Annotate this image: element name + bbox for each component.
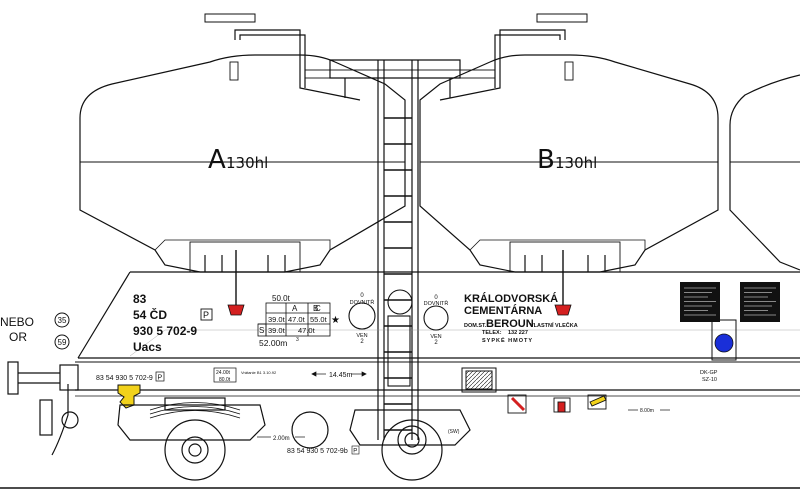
load-header-a: A: [292, 304, 298, 313]
hopper-a-letter: A: [208, 145, 226, 175]
valve-right[interactable]: [387, 305, 449, 387]
owner-telex-number: 132 227: [508, 330, 528, 336]
frame-length: 14.45m: [329, 372, 353, 379]
lever-red[interactable]: [507, 394, 527, 414]
coupler-hook: [117, 384, 141, 409]
frame-p-box: [155, 371, 165, 382]
info-plate-left: [680, 282, 720, 322]
frame-p: P: [158, 375, 163, 382]
hopper-b-volume: 130hl: [555, 154, 597, 172]
valve-left[interactable]: [348, 289, 413, 330]
frame-p-bottom: P: [353, 449, 357, 455]
car-number-line1: 83: [133, 292, 147, 306]
owner-line1: KRÁLODVORSKÁ: [464, 292, 558, 305]
bogie-center: [349, 409, 471, 481]
valve-left-top-num: 0: [360, 293, 364, 299]
frame-code-bottom: SZ-10: [702, 377, 717, 383]
ladder: [377, 60, 419, 440]
load-star: ★: [331, 315, 340, 326]
owner-station: BEROUN: [486, 318, 534, 330]
valve-left-top-word: DOVNITŘ: [350, 298, 375, 306]
frame-weights-bottom: 80.0t: [219, 377, 231, 383]
frame-bogie-span: 2.00m: [273, 436, 290, 442]
dimension-arrows: [257, 371, 670, 438]
valve-right-bottom-num: 2: [434, 340, 438, 346]
car-number-line3: 930 5 702-9: [133, 324, 197, 338]
frame-weights-top: 24.00t: [216, 370, 231, 376]
load-capacity: 52.00m: [259, 338, 287, 348]
valve-left-bottom-word: VEN: [356, 333, 367, 339]
valve-right-top-word: DOVNITŘ: [424, 299, 449, 307]
lever-yellow[interactable]: [587, 394, 607, 410]
hopper-b: [419, 13, 719, 305]
frame-sw-label: (SW): [448, 429, 460, 435]
hopper-b-letter: B: [537, 145, 555, 175]
frame-p-box-bottom: [351, 445, 360, 455]
valve-right-top-num: 0: [434, 295, 438, 301]
bogie-left: [117, 397, 329, 481]
tariff-circle-top-value: 35: [58, 316, 67, 325]
load-header-c: C: [315, 304, 321, 313]
or-label: OR: [9, 330, 27, 344]
top-walkway-pipes: [234, 29, 566, 101]
tariff-circle-top: [54, 312, 70, 328]
load-row2-a: 39.0t: [268, 326, 286, 335]
hopper-c-partial: [729, 74, 800, 271]
frame-revision: Vrátanie B1 3.10.92: [241, 370, 277, 375]
owner-telex-label: TELEX:: [482, 330, 502, 336]
car-number-p: P: [203, 310, 209, 320]
frame-weights-box: [213, 367, 237, 383]
load-header-b: B: [313, 304, 318, 313]
car-number-line2: 54 ČD: [133, 307, 167, 322]
hand-brake-wheel[interactable]: [461, 367, 497, 393]
hopper-a-volume: 130hl: [226, 154, 268, 172]
signal-lamp: [711, 319, 737, 361]
nebo-label: NEBO: [0, 315, 34, 329]
owner-label: VLASTNÍ VLEČKA: [530, 321, 578, 329]
frame-number-left: 83 54 930 5 702-9: [96, 375, 153, 382]
car-body: [75, 271, 800, 397]
valve-left-bottom-num: 2: [360, 339, 364, 345]
owner-goods: SYPKÉ HMOTY: [482, 336, 533, 344]
load-capacity-sup: 3: [296, 337, 299, 343]
load-row1-b: 47.0t: [288, 315, 306, 324]
discharge-handle-a[interactable]: [227, 304, 245, 316]
load-weight-top: 50.0t: [272, 294, 291, 303]
load-row-s-label: S: [259, 326, 264, 335]
car-number-p-box: [200, 308, 213, 321]
load-row1-a: 39.0t: [268, 315, 286, 324]
load-table: 50.0t A B C 39.0t 47.0t 55.0t S 39.0t 47…: [257, 294, 340, 348]
frame-number-bottom: 83 54 930 5 702-9b: [287, 448, 348, 455]
discharge-handle-b[interactable]: [554, 304, 572, 316]
tariff-circle-bottom: [54, 334, 70, 350]
load-row1-c: 55.0t: [310, 315, 328, 324]
frame-code-top: DK-GP: [700, 370, 718, 376]
owner-dom-label: DOM.ST.: [464, 323, 487, 329]
owner-line2: CEMENTÁRNA: [464, 304, 542, 317]
tariff-circle-bottom-value: 59: [58, 338, 67, 347]
buffer-assembly: [7, 361, 79, 456]
owner-block: KRÁLODVORSKÁ CEMENTÁRNA DOM.ST. BEROUN V…: [464, 292, 578, 344]
hopper-a: [79, 13, 406, 305]
frame-right-span: 8.00m: [640, 408, 654, 414]
info-plate-right: [740, 282, 780, 322]
load-row2-b: 47.0t: [298, 326, 316, 335]
car-number-line4: Uacs: [133, 340, 162, 354]
valve-right-bottom-word: VEN: [430, 334, 441, 340]
lever-red-yellow[interactable]: [553, 397, 571, 413]
